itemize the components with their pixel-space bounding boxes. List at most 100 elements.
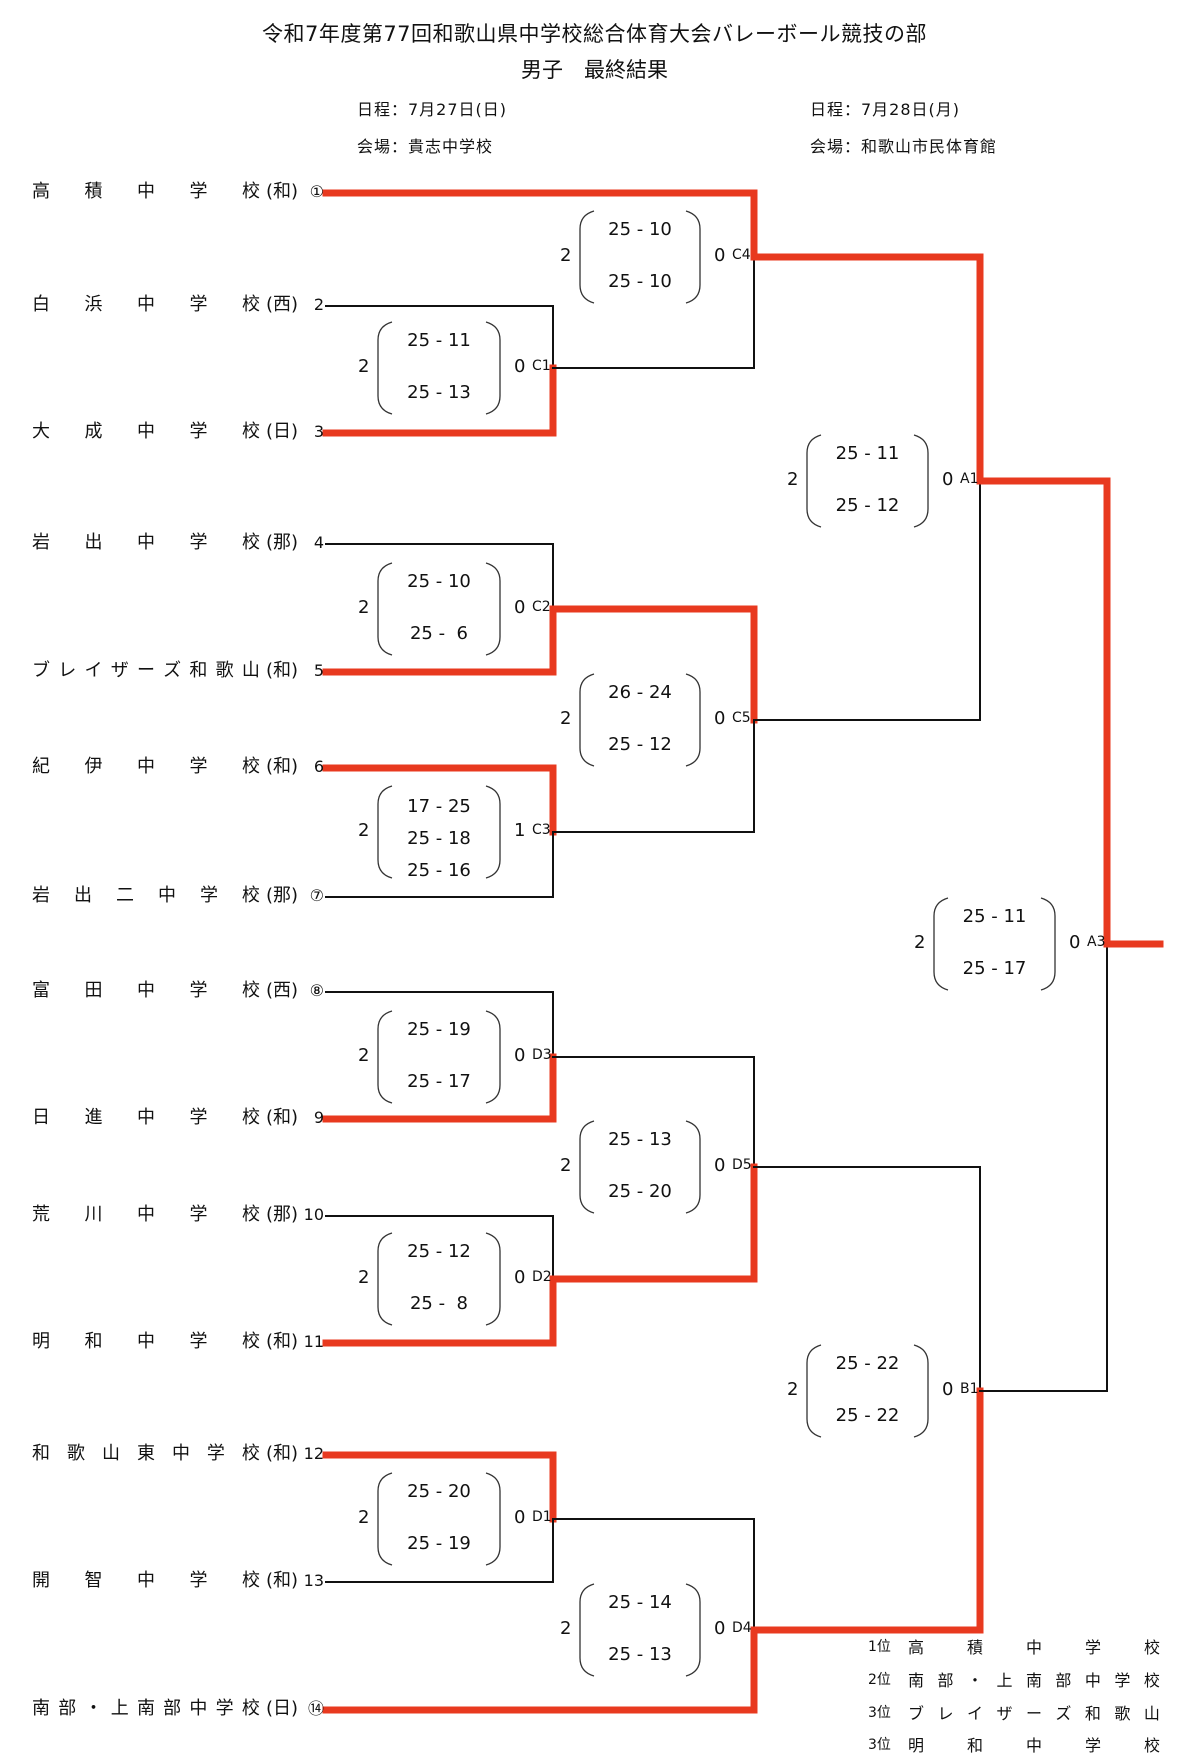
sets-won-winner: 2 [358, 1507, 370, 1528]
team-row: 荒川中学校(那) 10 [32, 1203, 324, 1227]
team-region: (和) [265, 1443, 298, 1464]
team-seed: 10 [303, 1205, 324, 1224]
team-seed: ⑭ [307, 1699, 324, 1718]
set-score: 26 - 24 [608, 682, 672, 703]
set-score: 25 - 17 [407, 1071, 471, 1092]
sets-won-winner: 2 [560, 1618, 572, 1639]
team-seed: 4 [313, 533, 324, 552]
ranking-row: 2位南部・上南部中学校 [868, 1667, 1160, 1691]
day2-schedule: 日程：7月28日(月) [810, 100, 961, 119]
team-seed: ⑦ [309, 886, 324, 905]
match-id: A3 [1087, 934, 1106, 950]
tournament-subtitle: 男子 最終結果 [521, 58, 668, 82]
team-name: 大成中学校 [32, 421, 260, 442]
ranking-row: 3位明和中学校 [868, 1732, 1160, 1756]
set-score: 25 - 18 [407, 828, 471, 849]
sets-won-winner: 2 [358, 820, 370, 841]
match-c5: 2 26 - 24 25 - 12 0 C5 [560, 672, 764, 768]
sets-won-loser: 0 [714, 708, 726, 729]
team-row: ブレイザーズ和歌山(和)5 [32, 659, 324, 683]
team-seed: 5 [313, 661, 324, 680]
set-score: 25 - 11 [962, 906, 1027, 927]
match-id: D4 [732, 1620, 752, 1636]
match-id: C4 [732, 247, 751, 263]
team-name: 和歌山東中学校 [32, 1443, 260, 1464]
set-score: 25 - 19 [407, 1533, 471, 1554]
team-region: (日) [265, 1698, 298, 1719]
score-brackets [806, 434, 929, 528]
set-score: 25 - 10 [608, 271, 672, 292]
ranking-team: 南部・上南部中学校 [908, 1671, 1160, 1690]
set-score: 25 - 10 [608, 219, 672, 240]
score-brackets [377, 321, 501, 415]
set-score: 25 - 19 [407, 1019, 471, 1040]
team-region: (和) [265, 181, 298, 202]
sets-won-winner: 2 [560, 708, 572, 729]
team-seed: ⑧ [309, 981, 324, 1000]
sets-won-winner: 2 [358, 597, 370, 618]
score-brackets [933, 897, 1056, 991]
sets-won-winner: 2 [358, 1045, 370, 1066]
team-name: 荒川中学校 [32, 1204, 260, 1225]
sets-won-loser: 0 [714, 1618, 726, 1639]
set-score: 25 - 13 [608, 1644, 672, 1665]
day1-schedule: 日程：7月27日(日) [357, 100, 508, 119]
team-region: (和) [265, 1107, 298, 1128]
team-name: ブレイザーズ和歌山 [32, 660, 260, 681]
set-score: 17 - 25 [407, 796, 471, 817]
team-name: 南部・上南部中学校 [32, 1698, 260, 1719]
sets-won-winner: 2 [358, 1267, 370, 1288]
team-region: (那) [265, 1204, 298, 1225]
sets-won-loser: 0 [514, 597, 526, 618]
ranking-row: 3位ブレイザーズ和歌山 [868, 1700, 1160, 1724]
sets-won-winner: 2 [787, 1379, 799, 1400]
sets-won-loser: 1 [514, 820, 526, 841]
score-brackets [579, 210, 701, 304]
team-region: (日) [265, 421, 298, 442]
team-seed: ① [309, 182, 324, 201]
team-row: 岩出二中学校(那)⑦ [32, 884, 324, 908]
score-brackets [377, 1010, 501, 1104]
set-score: 25 - 20 [407, 1481, 471, 1502]
team-name: 紀伊中学校 [32, 756, 260, 777]
team-region: (那) [265, 532, 298, 553]
sets-won-loser: 0 [514, 1507, 526, 1528]
score-brackets [806, 1344, 929, 1438]
team-region: (西) [265, 980, 298, 1001]
team-row: 紀伊中学校(和)6 [32, 755, 324, 779]
match-id: C5 [732, 710, 751, 726]
ranking-place: 1位 [868, 1639, 891, 1655]
set-score: 25 - 12 [608, 734, 672, 755]
set-score: 25 - 8 [409, 1293, 469, 1314]
ranking-place: 3位 [868, 1737, 891, 1753]
team-row: 明和中学校(和)11 [32, 1330, 324, 1354]
ranking-place: 3位 [868, 1705, 891, 1721]
sets-won-loser: 0 [514, 1045, 526, 1066]
tournament-title: 令和7年度第77回和歌山県中学校総合体育大会バレーボール競技の部 [261, 22, 928, 46]
team-row: 南部・上南部中学校(日) ⑭ [32, 1697, 324, 1721]
score-brackets [579, 673, 701, 767]
score-brackets [377, 1472, 501, 1566]
team-name: 富田中学校 [32, 980, 260, 1001]
team-name: 岩出二中学校 [32, 885, 260, 906]
match-id: A1 [960, 471, 979, 487]
match-id: B1 [960, 1381, 979, 1397]
team-name: 日進中学校 [32, 1107, 260, 1128]
match-id: D2 [532, 1269, 552, 1285]
sets-won-winner: 2 [787, 469, 799, 490]
team-region: (和) [265, 756, 298, 777]
score-brackets [579, 1583, 701, 1677]
match-id: D1 [532, 1509, 552, 1525]
sets-won-loser: 0 [942, 469, 954, 490]
sets-won-winner: 2 [560, 1155, 572, 1176]
set-score: 25 - 11 [407, 330, 471, 351]
sets-won-winner: 2 [358, 356, 370, 377]
set-score: 25 - 13 [608, 1129, 672, 1150]
sets-won-loser: 0 [714, 1155, 726, 1176]
team-row: 白浜中学校(西)2 [32, 293, 324, 317]
team-row: 高積中学校(和)① [32, 180, 324, 204]
